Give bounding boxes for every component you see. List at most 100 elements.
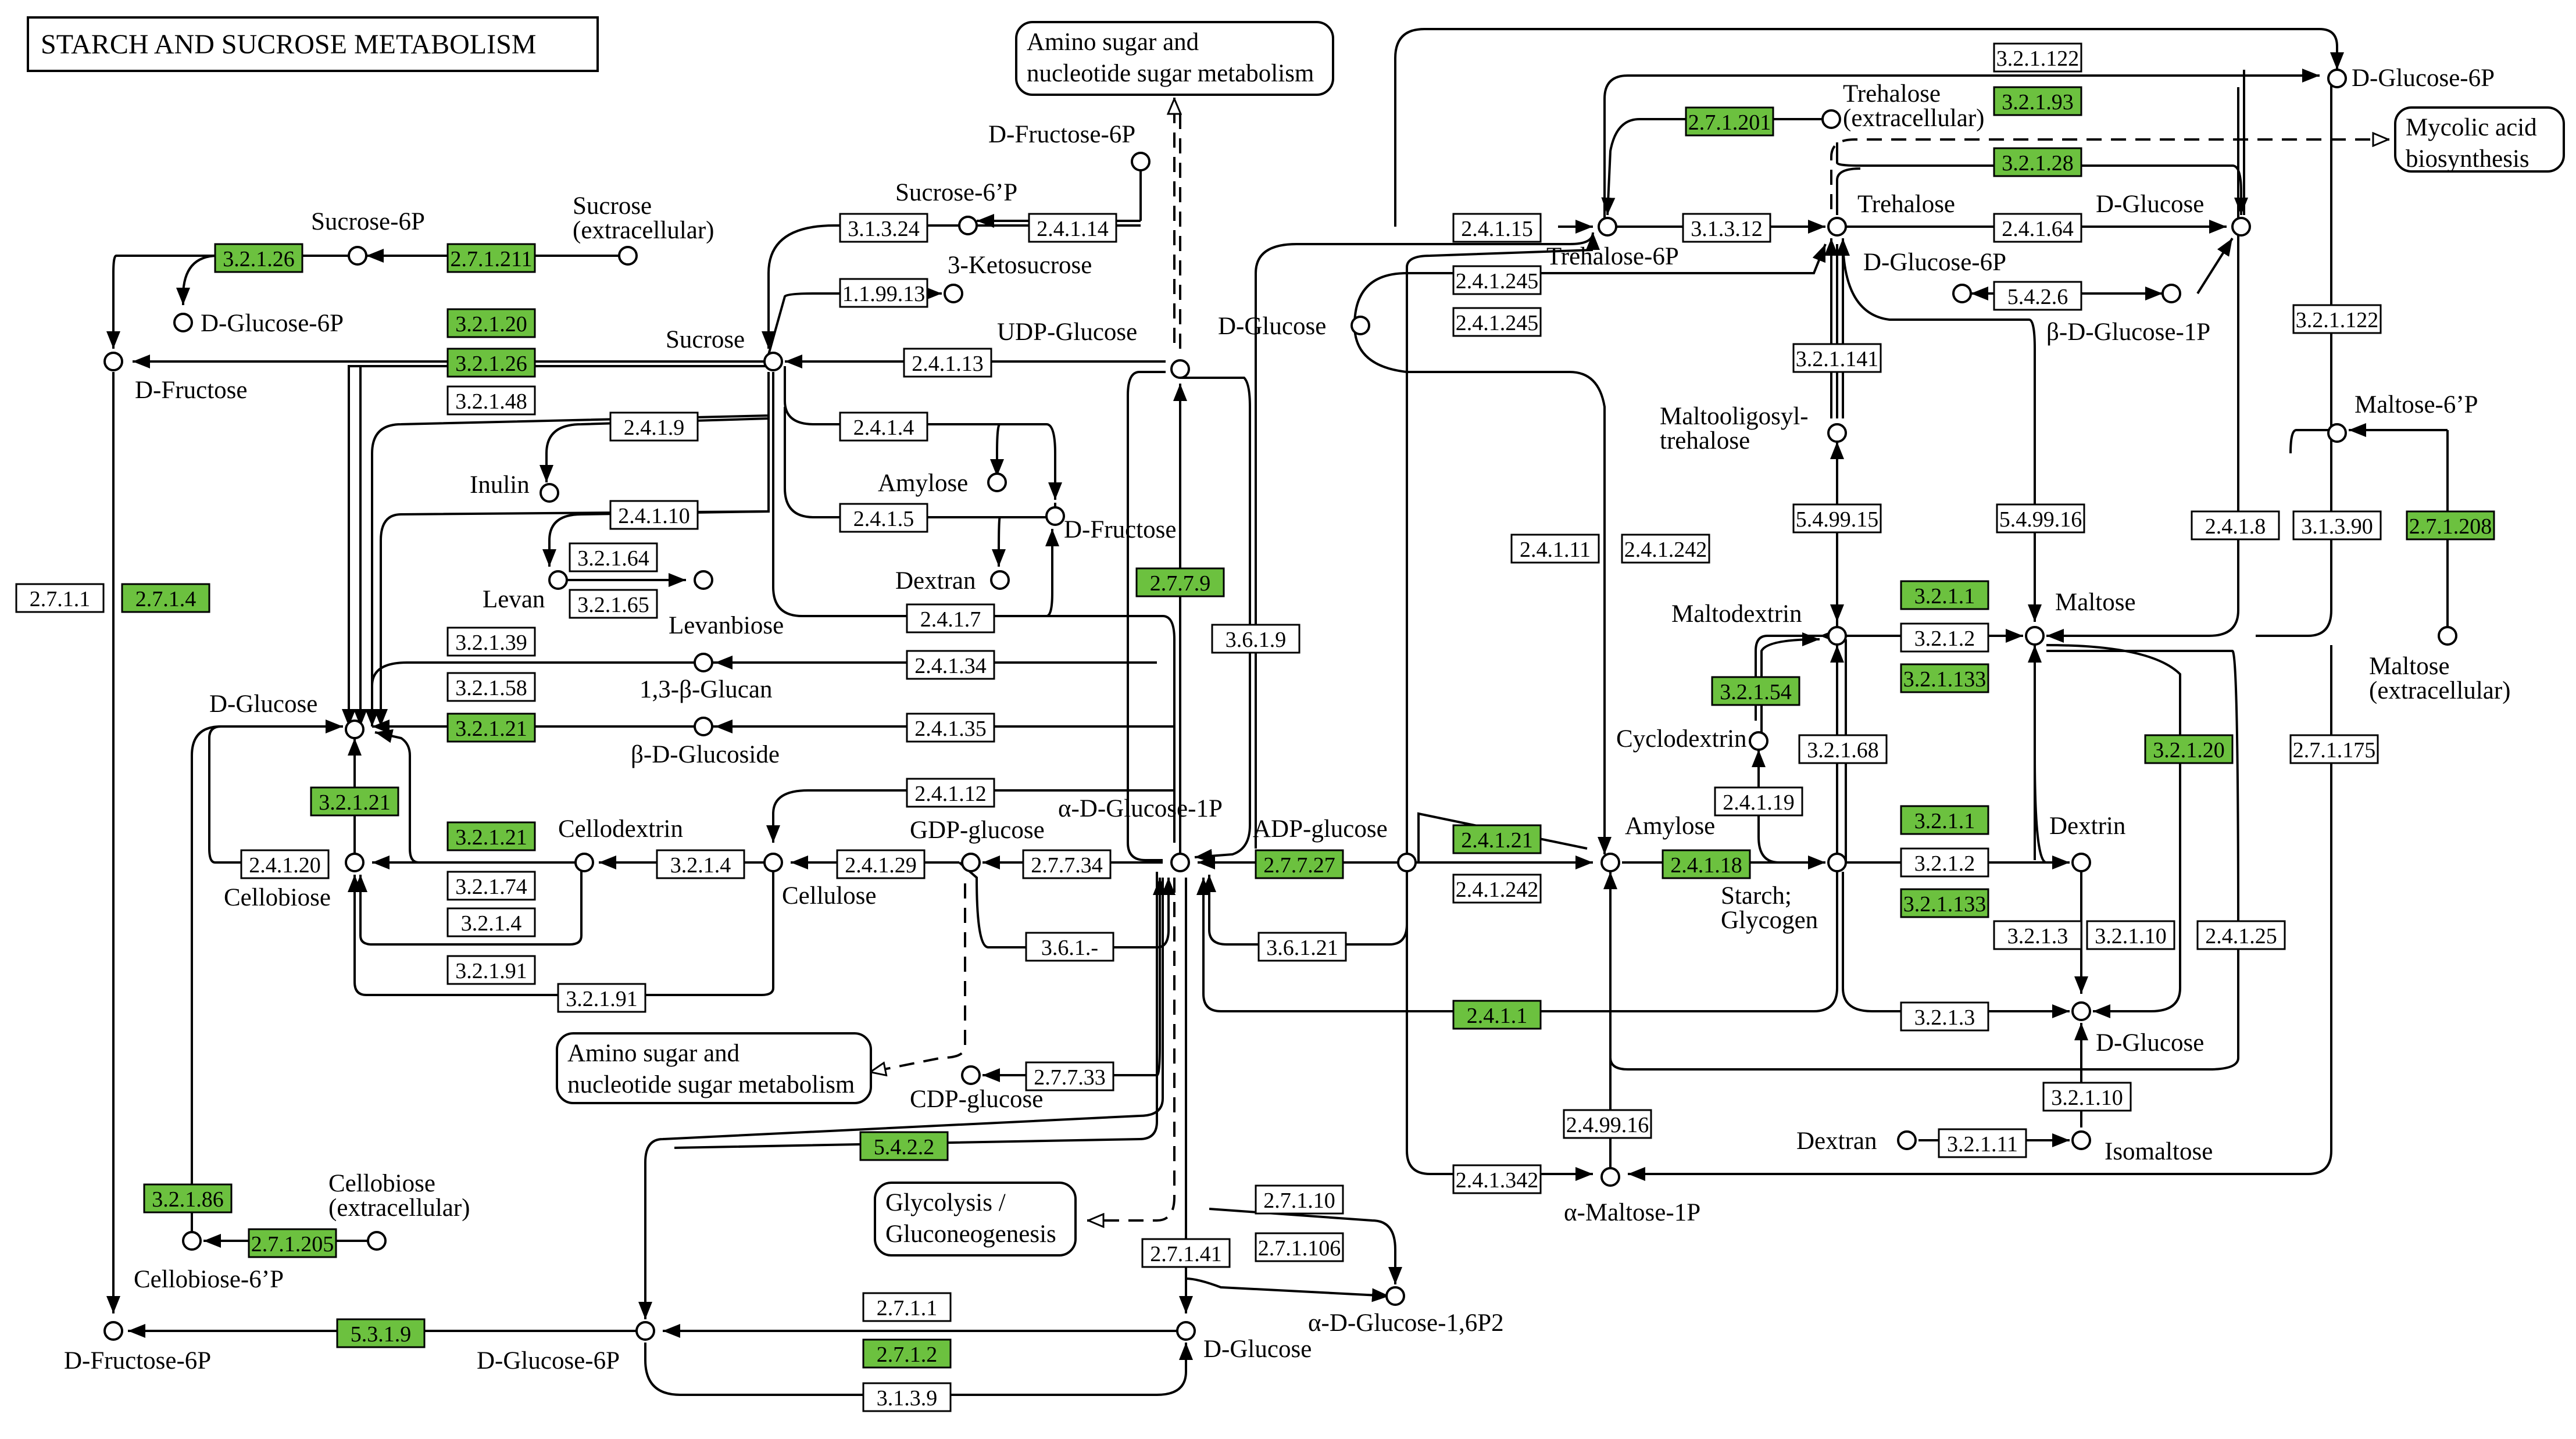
enzyme-box[interactable] <box>1900 888 1989 918</box>
compound-node[interactable] <box>987 472 1007 492</box>
enzyme-3-2-1-20[interactable]: 3.2.1.20 <box>2144 734 2234 764</box>
compound-node[interactable] <box>1827 626 1847 646</box>
enzyme-box[interactable] <box>1025 1061 1114 1091</box>
compound-node[interactable] <box>345 853 365 872</box>
enzyme-3-2-1-21[interactable]: 3.2.1.21 <box>446 713 536 743</box>
enzyme-box[interactable] <box>1022 849 1112 879</box>
enzyme-2-4-99-16[interactable]: 2.4.99.16 <box>1563 1109 1652 1139</box>
enzyme-1-1-99-13[interactable]: 1.1.99.13 <box>839 278 928 308</box>
enzyme-3-2-1-2[interactable]: 3.2.1.2 <box>1900 622 1989 653</box>
compound-sucrose6p2[interactable]: Sucrose-6’P <box>895 179 1017 235</box>
compound-amaltose1p[interactable]: α-Maltose-1P <box>1564 1167 1700 1226</box>
enzyme-box[interactable] <box>1900 580 1989 610</box>
compound-node[interactable] <box>574 853 594 872</box>
compound-udpglc[interactable]: UDP-Glucose <box>997 318 1190 379</box>
compound-dglucose_e[interactable]: D-Glucose <box>2071 1001 2204 1057</box>
enzyme-5-4-99-15[interactable]: 5.4.99.15 <box>1792 503 1882 534</box>
compound-node[interactable] <box>1897 1130 1917 1150</box>
enzyme-3-2-1-86[interactable]: 3.2.1.86 <box>143 1183 233 1214</box>
enzyme-box[interactable] <box>839 213 928 243</box>
compound-cyclodextrin[interactable]: Cyclodextrin <box>1616 725 1768 753</box>
enzyme-box[interactable] <box>143 1183 233 1214</box>
compound-dfructose_a[interactable]: D-Fructose <box>103 352 247 404</box>
compound-node[interactable] <box>1827 423 1847 443</box>
enzyme-3-2-1-28[interactable]: 3.2.1.28 <box>1993 147 2082 177</box>
enzyme-2-4-1-11[interactable]: 2.4.1.11 <box>1510 534 1600 564</box>
compound-dglc6p_c[interactable]: D-Glucose-6P <box>2327 65 2495 92</box>
enzyme-3-2-1-39[interactable]: 3.2.1.39 <box>446 627 536 657</box>
enzyme-3-1-3-24[interactable]: 3.1.3.24 <box>839 213 928 243</box>
enzyme-3-2-1-64[interactable]: 3.2.1.64 <box>569 542 658 572</box>
compound-sucrose6p[interactable]: Sucrose-6P <box>311 208 425 266</box>
enzyme-box[interactable] <box>906 778 995 808</box>
enzyme-5-3-1-9[interactable]: 5.3.1.9 <box>336 1318 426 1348</box>
enzyme-2-7-7-33[interactable]: 2.7.7.33 <box>1025 1061 1114 1091</box>
enzyme-box[interactable] <box>1900 805 1989 835</box>
compound-bglc1p[interactable]: β-D-Glucose-1P <box>2046 284 2210 346</box>
enzyme-2-4-1-7[interactable]: 2.4.1.7 <box>906 603 995 633</box>
enzyme-box[interactable] <box>1452 1164 1542 1194</box>
enzyme-box[interactable] <box>1993 86 2082 116</box>
enzyme-3-2-1-122[interactable]: 3.2.1.122 <box>2292 304 2382 334</box>
compound-node[interactable] <box>961 853 981 872</box>
enzyme-box[interactable] <box>906 713 995 743</box>
enzyme-box[interactable] <box>656 849 745 879</box>
enzyme-box[interactable] <box>1685 106 1774 137</box>
enzyme-2-4-1-4[interactable]: 2.4.1.4 <box>839 411 928 442</box>
enzyme-3-2-1-65[interactable]: 3.2.1.65 <box>569 589 658 619</box>
enzyme-3-2-1-141[interactable]: 3.2.1.141 <box>1792 343 1882 373</box>
enzyme-box[interactable] <box>2191 510 2280 540</box>
compound-dextran_b[interactable]: Dextran <box>1796 1127 1917 1155</box>
enzyme-3-1-3-9[interactable]: 3.1.3.9 <box>862 1382 952 1412</box>
enzyme-3-2-1-58[interactable]: 3.2.1.58 <box>446 672 536 702</box>
compound-node[interactable] <box>635 1321 655 1341</box>
enzyme-box[interactable] <box>862 1382 952 1412</box>
enzyme-3-2-1-122[interactable]: 3.2.1.122 <box>1993 42 2082 73</box>
compound-node[interactable] <box>548 570 568 590</box>
enzyme-box[interactable] <box>1255 1232 1344 1262</box>
enzyme-box[interactable] <box>1938 1128 2027 1158</box>
compound-node[interactable] <box>2161 284 2181 303</box>
enzyme-box[interactable] <box>1025 932 1114 962</box>
enzyme-2-7-1-1[interactable]: 2.7.1.1 <box>15 583 105 613</box>
compound-dextrin[interactable]: Dextrin <box>2049 812 2125 872</box>
compound-node[interactable] <box>1170 853 1190 872</box>
enzyme-box[interactable] <box>1452 213 1542 243</box>
compound-levanbiose[interactable]: Levanbiose <box>669 570 784 639</box>
enzyme-2-4-1-64[interactable]: 2.4.1.64 <box>1993 213 2082 243</box>
compound-dglucose_c[interactable]: D-Glucose <box>1218 313 1370 340</box>
compound-dglc6p_a[interactable]: D-Glucose-6P <box>173 310 344 337</box>
enzyme-box[interactable] <box>1621 534 1710 564</box>
enzyme-box[interactable] <box>1141 1238 1231 1268</box>
enzyme-2-7-7-34[interactable]: 2.7.7.34 <box>1022 849 1112 879</box>
compound-dfructose6p_b[interactable]: D-Fructose-6P <box>64 1321 211 1374</box>
enzyme-2-4-1-1[interactable]: 2.4.1.1 <box>1452 1000 1542 1030</box>
enzyme-2-7-1-2[interactable]: 2.7.1.2 <box>862 1338 952 1369</box>
compound-node[interactable] <box>2025 626 2045 646</box>
enzyme-2-7-1-4[interactable]: 2.7.1.4 <box>121 583 210 613</box>
enzyme-2-4-1-342[interactable]: 2.4.1.342 <box>1452 1164 1542 1194</box>
enzyme-box[interactable] <box>609 500 699 530</box>
enzyme-box[interactable] <box>446 821 536 851</box>
enzyme-3-2-1-133[interactable]: 3.2.1.133 <box>1900 888 1989 918</box>
enzyme-box[interactable] <box>1993 920 2082 950</box>
enzyme-box[interactable] <box>1662 849 1751 879</box>
enzyme-2-4-1-245[interactable]: 2.4.1.245 <box>1452 265 1542 295</box>
compound-node[interactable] <box>1827 853 1847 872</box>
enzyme-box[interactable] <box>1452 307 1542 337</box>
enzyme-2-4-1-245[interactable]: 2.4.1.245 <box>1452 307 1542 337</box>
compound-node[interactable] <box>944 284 963 303</box>
enzyme-2-7-1-205[interactable]: 2.7.1.205 <box>248 1228 337 1258</box>
enzyme-box[interactable] <box>121 583 210 613</box>
enzyme-box[interactable] <box>1711 676 1800 706</box>
compound-amylose_a[interactable]: Amylose <box>878 470 1007 497</box>
compound-node[interactable] <box>1045 506 1065 526</box>
enzyme-2-4-1-25[interactable]: 2.4.1.25 <box>2196 920 2286 950</box>
enzyme-2-4-1-13[interactable]: 2.4.1.13 <box>903 348 992 378</box>
compound-node[interactable] <box>1170 359 1190 379</box>
compound-node[interactable] <box>345 720 365 739</box>
enzyme-box[interactable] <box>1028 213 1117 243</box>
enzyme-3-2-1-91[interactable]: 3.2.1.91 <box>446 955 536 985</box>
compound-node[interactable] <box>1131 152 1151 171</box>
